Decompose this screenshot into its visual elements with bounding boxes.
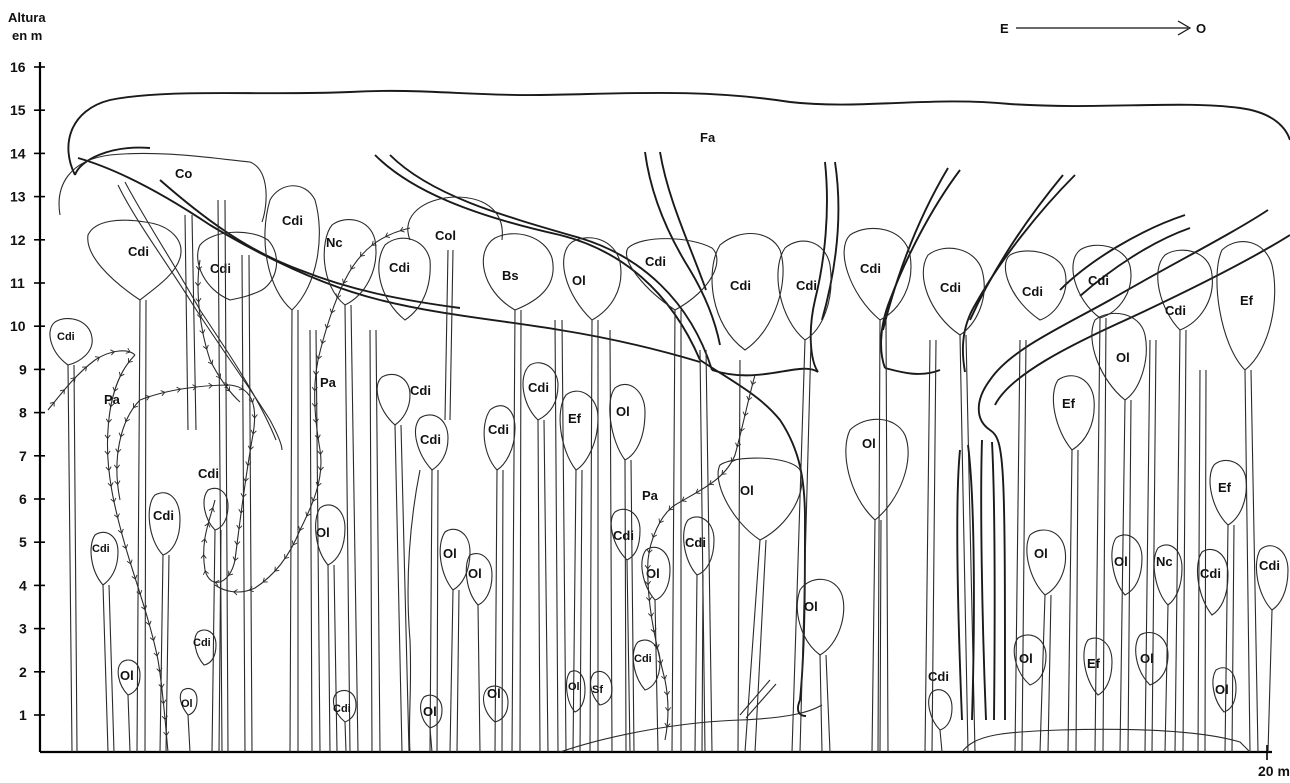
- label-pa: Pa: [642, 488, 659, 503]
- label-ol: Ol: [1114, 554, 1128, 569]
- label-sf: Sf: [592, 684, 603, 696]
- label-ol: Ol: [468, 566, 482, 581]
- label-cdi: Cdi: [1022, 284, 1043, 299]
- y-tick-label: 5: [19, 534, 27, 550]
- y-tick-label: 16: [10, 59, 26, 75]
- y-tick-label: 12: [10, 232, 26, 248]
- label-cdi: Cdi: [730, 278, 751, 293]
- label-ol: Ol: [1116, 350, 1130, 365]
- label-ol: Ol: [572, 273, 586, 288]
- label-ef: Ef: [568, 411, 582, 426]
- label-cdi: Cdi: [153, 508, 174, 523]
- label-ol: Ol: [181, 698, 193, 710]
- y-tick-label: 7: [19, 448, 27, 464]
- y-tick-label: 9: [19, 361, 27, 377]
- label-cdi: Cdi: [282, 213, 303, 228]
- label-cdi: Cdi: [210, 261, 231, 276]
- label-cdi: Cdi: [613, 528, 634, 543]
- y-axis: Altura en m 16 15 14 13 12 11 10 9 8 7 6 5 4 3 2 1: [8, 10, 46, 752]
- label-cdi: Cdi: [1259, 558, 1280, 573]
- label-nc: Nc: [1156, 554, 1173, 569]
- compass-to-label: O: [1196, 21, 1206, 36]
- label-ef: Ef: [1087, 656, 1101, 671]
- y-tick-label: 8: [19, 405, 27, 421]
- y-tick-label: 11: [10, 275, 25, 291]
- lower-layer-crowns: Cdi Cdi Cdi Cdi Cdi Ef Ol Ol Ol Ol Ef: [50, 313, 1288, 752]
- label-bs: Bs: [502, 268, 519, 283]
- label-cdi: Cdi: [940, 280, 961, 295]
- label-cdi: Cdi: [92, 543, 110, 555]
- y-tick-label: 2: [19, 664, 27, 680]
- y-tick-label: 3: [19, 621, 27, 637]
- label-cdi: Cdi: [389, 260, 410, 275]
- label-cdi: Cdi: [128, 244, 149, 259]
- label-nc: Nc: [326, 235, 343, 250]
- y-tick-label: 13: [10, 189, 26, 205]
- compass-from-label: E: [1000, 21, 1009, 36]
- label-ol: Ol: [1019, 651, 1033, 666]
- label-cdi: Cdi: [1165, 303, 1186, 318]
- label-cdi: Cdi: [928, 669, 949, 684]
- label-co: Co: [175, 166, 192, 181]
- label-cdi: Cdi: [57, 331, 75, 343]
- label-ol: Ol: [862, 436, 876, 451]
- label-ol: Ol: [804, 599, 818, 614]
- label-cdi: Cdi: [860, 261, 881, 276]
- label-ol: Ol: [568, 681, 580, 693]
- label-ol: Ol: [423, 704, 437, 719]
- label-cdi: Cdi: [796, 278, 817, 293]
- axis-title-line1: Altura: [8, 10, 46, 25]
- label-cdi: Cdi: [1200, 566, 1221, 581]
- label-cdi: Cdi: [420, 432, 441, 447]
- label-cdi: Cdi: [198, 466, 219, 481]
- label-cdi: Cdi: [528, 380, 549, 395]
- label-ol: Ol: [1034, 546, 1048, 561]
- y-tick-label: 1: [19, 707, 27, 723]
- label-ol: Ol: [443, 546, 457, 561]
- label-col: Col: [435, 228, 456, 243]
- label-cdi: Cdi: [488, 422, 509, 437]
- y-tick-label: 15: [10, 102, 26, 118]
- label-ol: Ol: [740, 483, 754, 498]
- label-ef: Ef: [1218, 480, 1232, 495]
- y-tick-label: 6: [19, 491, 27, 507]
- label-ol: Ol: [120, 668, 134, 683]
- label-ol: Ol: [616, 404, 630, 419]
- x-scale-label: 20 m: [1258, 763, 1290, 779]
- label-cdi: Cdi: [410, 383, 431, 398]
- label-ol: Ol: [1215, 682, 1229, 697]
- axis-title-line2: en m: [12, 28, 42, 43]
- label-ef: Ef: [1240, 293, 1254, 308]
- y-tick-label: 14: [10, 145, 26, 161]
- label-ol: Ol: [1140, 651, 1154, 666]
- y-tick-label: 10: [10, 318, 26, 334]
- label-cdi: Cdi: [634, 653, 652, 665]
- ground-mounds: [560, 705, 1250, 752]
- compass-arrow: E O: [1000, 21, 1206, 36]
- label-ol: Ol: [487, 686, 501, 701]
- label-cdi: Cdi: [333, 703, 351, 715]
- label-pa: Pa: [320, 375, 337, 390]
- label-fa: Fa: [700, 130, 716, 145]
- label-ef: Ef: [1062, 396, 1076, 411]
- label-cdi: Cdi: [645, 254, 666, 269]
- label-cdi: Cdi: [193, 637, 211, 649]
- label-cdi: Cdi: [1088, 273, 1109, 288]
- y-tick-label: 4: [19, 577, 27, 593]
